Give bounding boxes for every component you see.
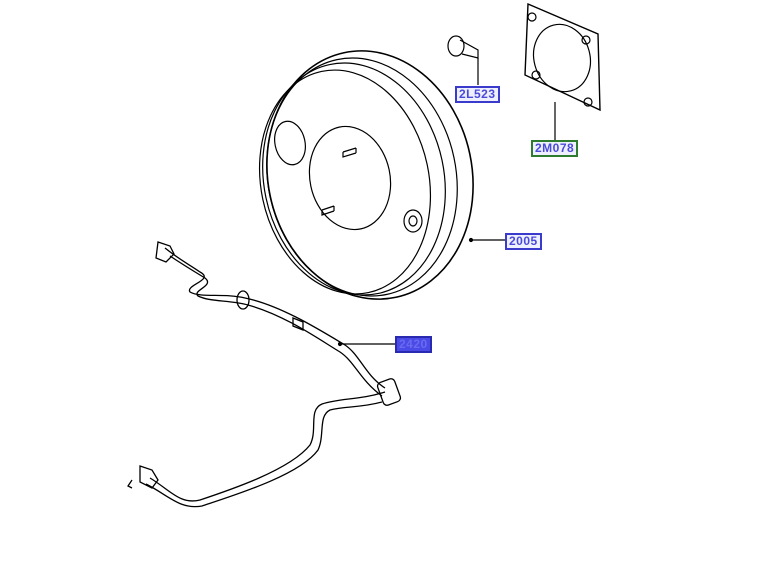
callout-2005[interactable]: 2005 — [505, 233, 542, 250]
stud-2L523 — [447, 35, 479, 85]
callout-2420[interactable]: 2420 — [395, 336, 432, 353]
gasket-2M078 — [524, 2, 601, 142]
vacuum-hose — [127, 241, 402, 508]
callout-2M078[interactable]: 2M078 — [531, 140, 579, 157]
brake-booster — [258, 50, 474, 300]
callout-2L523[interactable]: 2L523 — [455, 86, 500, 103]
callout-label: 2L523 — [459, 87, 496, 101]
callout-label: 2M078 — [535, 141, 575, 155]
callout-label: 2005 — [509, 234, 538, 248]
callout-label: 2420 — [399, 337, 428, 351]
